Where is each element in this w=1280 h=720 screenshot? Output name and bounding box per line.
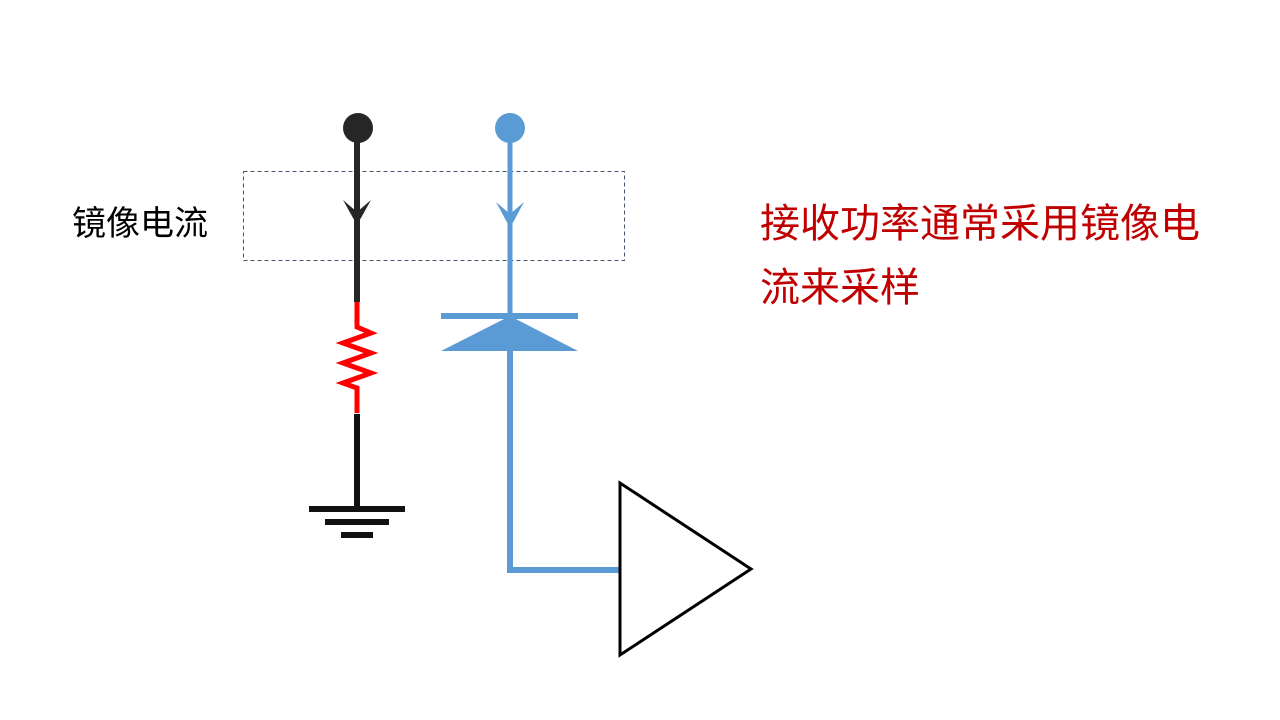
amplifier-triangle bbox=[618, 480, 754, 658]
black-current-arrow bbox=[343, 200, 371, 225]
blue-wire-bottom bbox=[507, 350, 620, 573]
mirror-current-label: 镜像电流 bbox=[72, 204, 208, 244]
blue-current-arrow bbox=[496, 202, 524, 228]
mirror-current-dashed-box bbox=[243, 171, 625, 261]
note-text: 接收功率通常采用镜像电流来采样 bbox=[760, 201, 1200, 311]
resistor bbox=[335, 302, 379, 413]
ground-icon bbox=[309, 506, 405, 538]
photodiode-triangle bbox=[441, 316, 578, 351]
